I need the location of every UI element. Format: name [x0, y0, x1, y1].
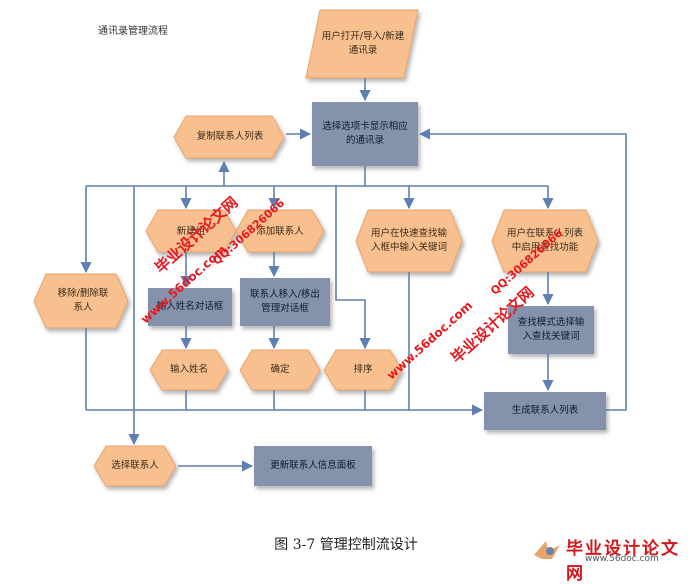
- quick-search-hexagon-shape: [355, 209, 463, 273]
- select-contact-hexagon-shape: [93, 445, 177, 487]
- confirm-hexagon-shape: [239, 349, 321, 391]
- copy-contacts-hexagon-shape: [173, 115, 285, 159]
- quick-search-node: 用户在快速查找输入框中输入关键词: [370, 228, 447, 253]
- search-mode-node: 查找模式选择输入查找关键词: [517, 317, 585, 342]
- move-contact-dialog-node: 联系人移入/移出管理对话框: [250, 289, 320, 314]
- add-contact-node: 添加联系人: [256, 226, 304, 237]
- remove-delete-node: 移除/删除联系人: [57, 288, 109, 313]
- update-panel-node: 更新联系人信息面板: [270, 460, 356, 471]
- sort-hexagon-shape: [323, 349, 403, 391]
- select-tab-node: 选择选项卡显示相应的通讯录: [322, 121, 408, 146]
- brand-url: www.56doc.com: [585, 554, 659, 564]
- select-tab-process-shape: [312, 102, 418, 166]
- move-contact-dialog-process-shape: [240, 278, 330, 326]
- generate-list-node: 生成联系人列表: [511, 405, 579, 416]
- new-group-node: 新建组: [176, 226, 206, 237]
- add-contact-hexagon-shape: [235, 209, 325, 253]
- input-name-node: 输入姓名: [169, 364, 208, 375]
- search-mode-process-shape: [508, 306, 594, 354]
- diagram-title: 通讯录管理流程: [98, 26, 168, 37]
- sort-node: 排序: [353, 364, 373, 375]
- contact-list-search-node: 用户在联系人列表中启用查找功能: [506, 228, 583, 253]
- select-contact-node: 选择联系人: [111, 460, 159, 471]
- flowchart-canvas: [33, 9, 627, 487]
- new-group-hexagon-shape: [145, 209, 237, 253]
- start-parallelogram-shape: [305, 9, 419, 79]
- contact-list-search-hexagon-shape: [491, 209, 599, 273]
- remove-delete-hexagon-shape: [33, 273, 129, 329]
- copy-contacts-node: 复制联系人列表: [196, 131, 264, 142]
- input-name-dialog-process-shape: [148, 288, 232, 326]
- input-name-dialog-node: 输入姓名对话框: [156, 301, 224, 312]
- generate-list-process-shape: [484, 392, 606, 430]
- start-node: 用户打开/导入/新建通讯录: [321, 31, 405, 56]
- figure-caption: 图 3-7 管理控制流设计: [274, 537, 418, 553]
- connector-lines: [80, 78, 627, 472]
- update-panel-process-shape: [254, 446, 372, 486]
- brand-logo-icon: [534, 541, 560, 559]
- input-name-hexagon-shape: [149, 349, 229, 391]
- confirm-node: 确定: [270, 364, 290, 375]
